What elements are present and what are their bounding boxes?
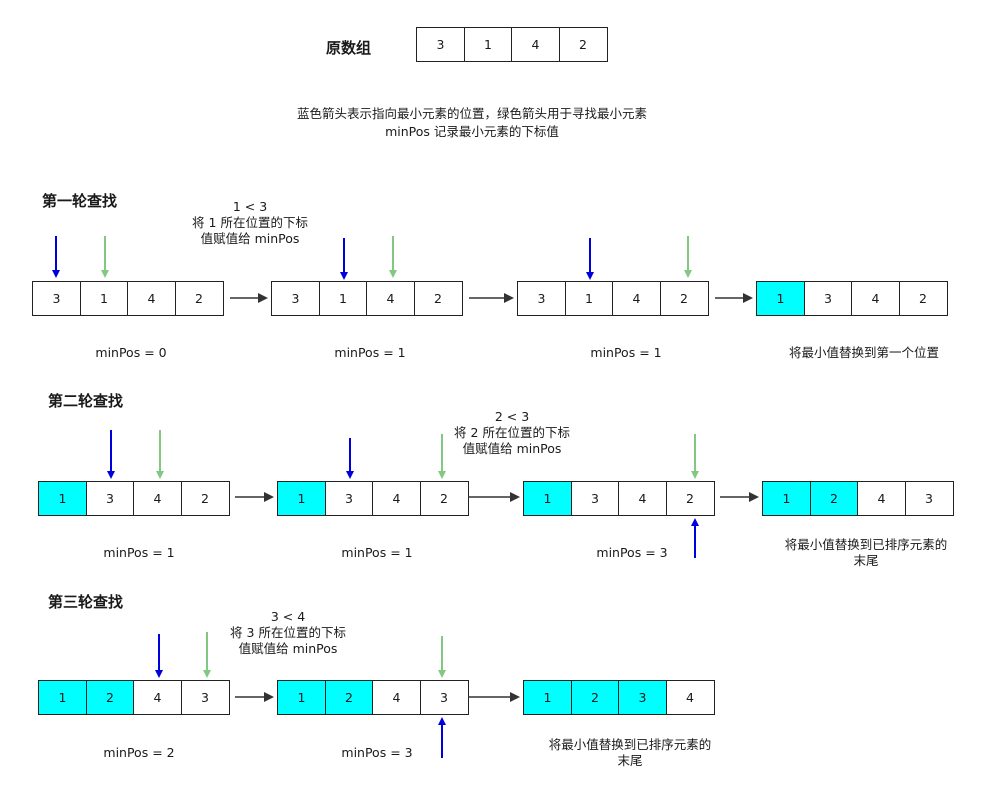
array-cell: 4 [851, 281, 900, 316]
legend-description-line1: 蓝色箭头表示指向最小元素的位置，绿色箭头用于寻找最小元素 [296, 106, 647, 121]
sorted-cell: 1 [756, 281, 805, 316]
sorted-cell: 1 [523, 481, 572, 516]
sorted-cell: 2 [570, 680, 620, 715]
array-cell: 3 [803, 281, 853, 316]
array-cell: 1 [318, 281, 368, 316]
round-3-step-2-label: minPos = 3 [341, 745, 413, 760]
array-cell: 2 [898, 281, 948, 316]
original-array-title: 原数组 [326, 39, 372, 57]
round-1-step-3-label: minPos = 1 [590, 345, 662, 360]
sorted-cell: 2 [324, 680, 374, 715]
array-cell: 3 [419, 680, 469, 715]
array-cell: 4 [612, 281, 661, 316]
array-cell: 3 [85, 481, 135, 516]
round-2-step-2-array: 1 3 4 2 [277, 481, 469, 516]
round-2-step-1-label: minPos = 1 [103, 545, 175, 560]
array-cell: 4 [372, 481, 421, 516]
sorted-cell: 2 [809, 481, 859, 516]
round-1-result-label: 将最小值替换到第一个位置 [788, 345, 939, 360]
round-1-step-1-label: minPos = 0 [95, 345, 167, 360]
array-cell: 3 [32, 281, 81, 316]
original-array: 3 1 4 2 [416, 27, 608, 62]
round-2-result-array: 1 2 4 3 [762, 481, 954, 516]
array-cell: 2 [665, 481, 715, 516]
array-cell: 4 [372, 680, 421, 715]
sorted-cell: 2 [85, 680, 135, 715]
round-2-result-label-line2: 末尾 [853, 553, 879, 568]
round-3-step-1-array: 1 2 4 3 [38, 680, 230, 715]
round-3-note-line1: 3 < 4 [270, 609, 306, 624]
round-2-step-3-label: minPos = 3 [596, 545, 668, 560]
round-2-heading: 第二轮查找 [48, 392, 124, 410]
round-3-result-array: 1 2 3 4 [523, 680, 715, 715]
sorted-cell: 1 [38, 481, 87, 516]
array-cell: 2 [413, 281, 463, 316]
array-cell: 1 [79, 281, 129, 316]
array-cell: 4 [665, 680, 715, 715]
round-1-note-line3: 值赋值给 minPos [200, 231, 300, 246]
round-1-step-3-array: 3 1 4 2 [517, 281, 709, 316]
array-cell: 2 [659, 281, 709, 316]
round-2-step-2-label: minPos = 1 [341, 545, 413, 560]
round-3-result-label-line2: 末尾 [617, 753, 643, 768]
array-cell: 3 [904, 481, 954, 516]
round-3-step-2-array: 1 2 4 3 [277, 680, 469, 715]
array-cell: 2 [558, 27, 608, 62]
array-cell: 4 [511, 27, 560, 62]
array-cell: 3 [324, 481, 374, 516]
round-2-note-line2: 将 2 所在位置的下标 [454, 425, 570, 440]
sorted-cell: 3 [618, 680, 667, 715]
array-cell: 4 [133, 680, 182, 715]
sorted-cell: 1 [523, 680, 572, 715]
array-cell: 2 [174, 281, 224, 316]
round-1-step-1-array: 3 1 4 2 [32, 281, 224, 316]
round-2-step-3-array: 1 3 4 2 [523, 481, 715, 516]
round-2-note-line1: 2 < 3 [494, 409, 530, 424]
array-cell: 4 [133, 481, 182, 516]
round-3-note-line2: 将 3 所在位置的下标 [230, 625, 346, 640]
array-cell: 2 [419, 481, 469, 516]
array-cell: 4 [127, 281, 176, 316]
array-cell: 3 [271, 281, 320, 316]
round-1-heading: 第一轮查找 [42, 192, 118, 210]
array-cell: 2 [180, 481, 230, 516]
round-3-step-1-label: minPos = 2 [103, 745, 175, 760]
sorted-cell: 1 [277, 680, 326, 715]
round-1-step-2-label: minPos = 1 [334, 345, 406, 360]
array-cell: 3 [180, 680, 230, 715]
sorted-cell: 1 [38, 680, 87, 715]
round-2-note-line3: 值赋值给 minPos [462, 441, 562, 456]
array-cell: 4 [366, 281, 415, 316]
array-cell: 3 [570, 481, 620, 516]
round-1-note-line1: 1 < 3 [232, 199, 268, 214]
round-3-result-label-line1: 将最小值替换到已排序元素的 [548, 737, 712, 752]
legend-description-line2: minPos 记录最小元素的下标值 [385, 124, 559, 139]
array-cell: 4 [857, 481, 906, 516]
round-1-result-array: 1 3 4 2 [756, 281, 948, 316]
round-3-note-line3: 值赋值给 minPos [238, 641, 338, 656]
array-cell: 4 [618, 481, 667, 516]
round-1-note-line2: 将 1 所在位置的下标 [192, 215, 308, 230]
round-2-step-1-array: 1 3 4 2 [38, 481, 230, 516]
round-1-step-2-array: 3 1 4 2 [271, 281, 463, 316]
round-3-heading: 第三轮查找 [48, 593, 124, 611]
round-2-result-label-line1: 将最小值替换到已排序元素的 [784, 537, 948, 552]
array-cell: 1 [564, 281, 614, 316]
